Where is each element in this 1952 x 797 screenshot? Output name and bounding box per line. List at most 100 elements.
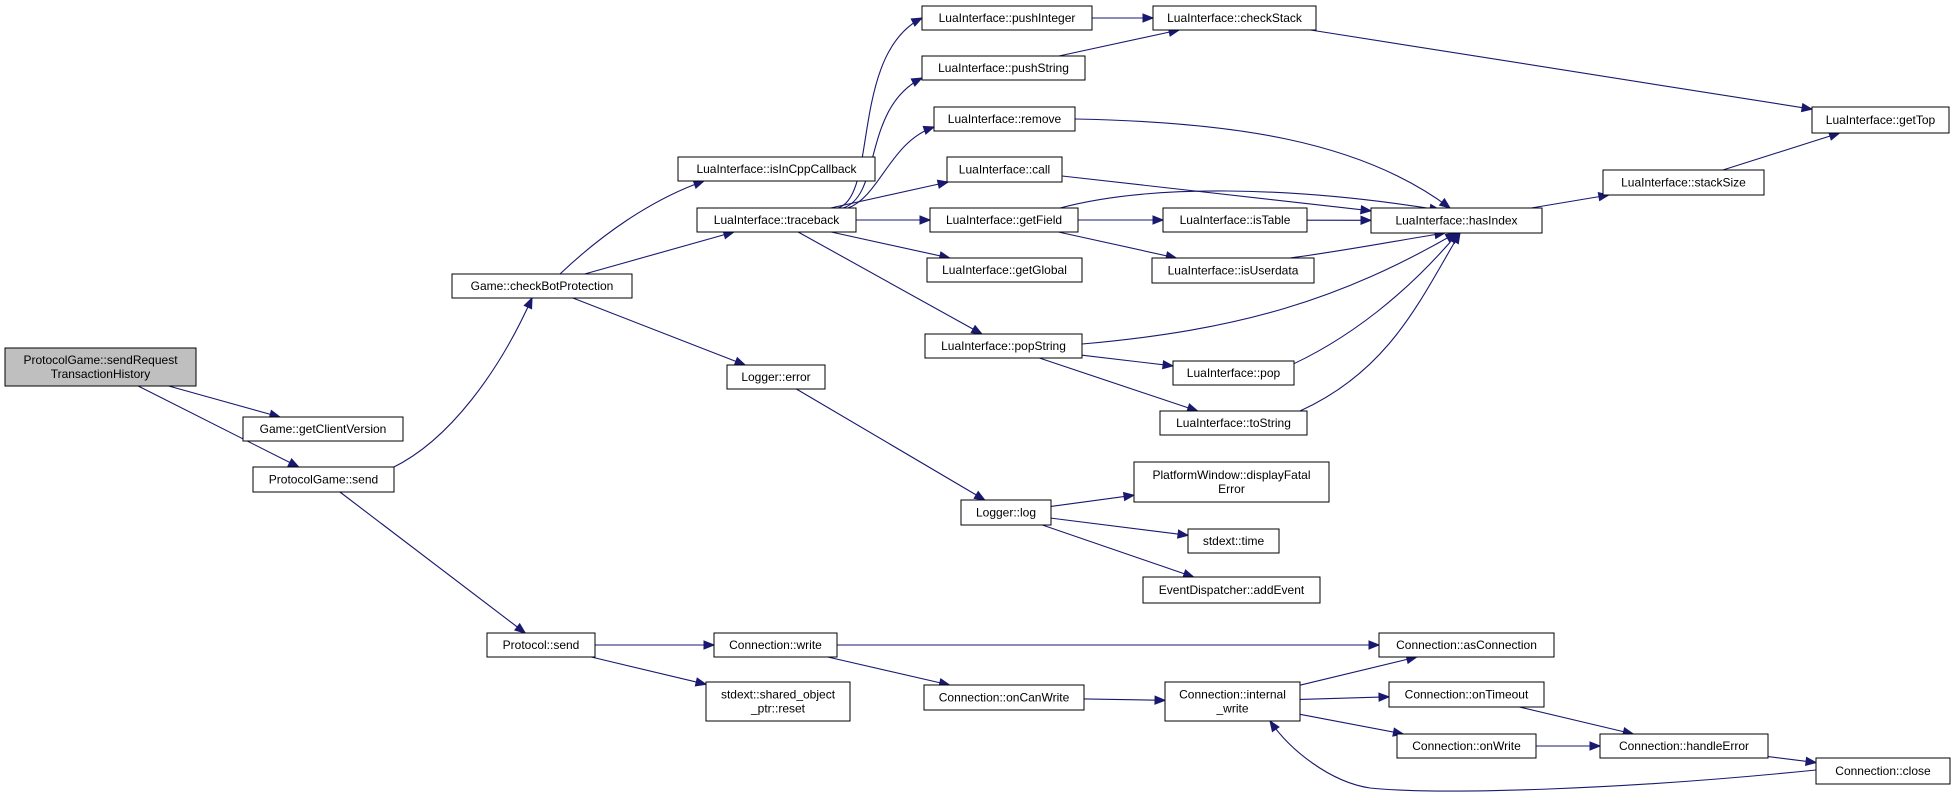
- edge-pgSend-to-protoSend: [339, 491, 527, 634]
- node-checkBot[interactable]: Game::checkBotProtection: [451, 273, 633, 299]
- node-root: ProtocolGame::sendRequestTransactionHist…: [4, 347, 197, 387]
- node-loggerLog[interactable]: Logger::log: [960, 499, 1052, 526]
- node-call[interactable]: LuaInterface::call: [946, 156, 1063, 183]
- node-box: [1602, 169, 1765, 196]
- edge-checkBot-to-logError: [572, 297, 747, 366]
- node-reset[interactable]: stdext::shared_object_ptr::reset: [705, 681, 851, 722]
- node-label: Logger::log: [976, 506, 1036, 520]
- node-label: EventDispatcher::addEvent: [1159, 583, 1305, 597]
- edge-call-to-hasIndex: [1061, 175, 1373, 215]
- node-getGlobal[interactable]: LuaInterface::getGlobal: [926, 257, 1083, 283]
- edge-getField-to-isTable: [1078, 215, 1165, 225]
- node-box: [921, 55, 1086, 81]
- node-box: [926, 257, 1083, 283]
- node-box: [486, 632, 596, 658]
- node-pop[interactable]: LuaInterface::pop: [1172, 360, 1295, 386]
- node-box: [1152, 5, 1317, 31]
- node-box: [726, 364, 826, 390]
- node-connClose[interactable]: Connection::close: [1815, 757, 1951, 785]
- node-label: Connection::onCanWrite: [939, 691, 1070, 705]
- edge-hasIndex-to-stackSize: [1531, 192, 1611, 209]
- node-getTop[interactable]: LuaInterface::getTop: [1811, 106, 1950, 134]
- node-box: [696, 207, 857, 233]
- edge-loggerLog-to-displayFatal: [1050, 491, 1136, 507]
- node-internalWrite[interactable]: Connection::internal_write: [1164, 681, 1301, 722]
- edge-protoSend-to-connWrite: [595, 640, 716, 650]
- edge-traceback-to-popString: [797, 231, 984, 335]
- node-label: LuaInterface::isTable: [1180, 213, 1291, 227]
- node-label: PlatformWindow::displayFatal: [1152, 468, 1310, 482]
- node-label: LuaInterface::getTop: [1826, 113, 1936, 127]
- node-box: [451, 273, 633, 299]
- node-box: [713, 632, 838, 658]
- node-isInCpp[interactable]: LuaInterface::isInCppCallback: [677, 156, 876, 182]
- edge-traceback-to-getGlobal: [831, 231, 952, 261]
- node-logError[interactable]: Logger::error: [726, 364, 826, 390]
- node-pushInteger[interactable]: LuaInterface::pushInteger: [921, 5, 1093, 31]
- node-label: LuaInterface::stackSize: [1621, 176, 1746, 190]
- node-label: LuaInterface::isUserdata: [1168, 264, 1299, 278]
- node-label: Connection::onWrite: [1412, 739, 1521, 753]
- edge-onCanWrite-to-internalWrite: [1083, 695, 1167, 705]
- node-isUserdata[interactable]: LuaInterface::isUserdata: [1151, 257, 1315, 284]
- node-checkStack[interactable]: LuaInterface::checkStack: [1152, 5, 1317, 31]
- edge-handleError-to-connClose: [1767, 756, 1818, 766]
- edge-checkBot-to-traceback: [584, 230, 736, 275]
- node-label: Game::checkBotProtection: [471, 279, 614, 293]
- node-isTable[interactable]: LuaInterface::isTable: [1162, 207, 1308, 233]
- node-handleError[interactable]: Connection::handleError: [1599, 733, 1769, 759]
- node-protoSend[interactable]: Protocol::send: [486, 632, 596, 658]
- node-label: LuaInterface::pushInteger: [939, 11, 1076, 25]
- node-box: [1815, 757, 1951, 785]
- node-box: [1133, 461, 1330, 503]
- node-addEvent[interactable]: EventDispatcher::addEvent: [1142, 576, 1321, 604]
- node-label: Connection::close: [1835, 764, 1931, 778]
- node-stackSize[interactable]: LuaInterface::stackSize: [1602, 169, 1765, 196]
- node-pushString[interactable]: LuaInterface::pushString: [921, 55, 1086, 81]
- node-label: Connection::write: [729, 638, 822, 652]
- node-label: LuaInterface::remove: [948, 112, 1062, 126]
- node-asConnection[interactable]: Connection::asConnection: [1378, 632, 1555, 658]
- edge-traceback-to-pushInteger: [837, 17, 924, 209]
- node-stdextTime[interactable]: stdext::time: [1187, 528, 1280, 554]
- edge-traceback-to-pushString: [842, 77, 924, 209]
- edge-internalWrite-to-onTimeout: [1299, 692, 1391, 702]
- node-connWrite[interactable]: Connection::write: [713, 632, 838, 658]
- node-label: LuaInterface::checkStack: [1167, 11, 1303, 25]
- node-hasIndex[interactable]: LuaInterface::hasIndex: [1370, 207, 1543, 234]
- edge-connClose-to-internalWrite: [1269, 719, 1817, 792]
- edge-root-to-getClientVersion: [168, 385, 282, 419]
- node-onTimeout[interactable]: Connection::onTimeout: [1388, 681, 1545, 708]
- node-label: Connection::onTimeout: [1405, 688, 1529, 702]
- node-label: _ptr::reset: [750, 702, 806, 716]
- node-onWrite[interactable]: Connection::onWrite: [1396, 733, 1537, 759]
- node-box: [1187, 528, 1280, 554]
- node-getField[interactable]: LuaInterface::getField: [929, 207, 1079, 233]
- edge-logError-to-loggerLog: [796, 388, 986, 501]
- node-box: [921, 5, 1093, 31]
- node-label: TransactionHistory: [51, 367, 151, 381]
- node-label: Logger::error: [741, 370, 810, 384]
- edge-checkStack-to-getTop: [1310, 29, 1814, 113]
- edge-onTimeout-to-handleError: [1519, 706, 1635, 737]
- node-label: LuaInterface::call: [959, 163, 1050, 177]
- node-label: LuaInterface::pop: [1187, 366, 1281, 380]
- edge-isUserdata-to-hasIndex: [1289, 229, 1447, 259]
- node-pgSend[interactable]: ProtocolGame::send: [252, 466, 395, 493]
- node-getClientVersion[interactable]: Game::getClientVersion: [242, 416, 404, 442]
- node-toString[interactable]: LuaInterface::toString: [1159, 410, 1308, 436]
- node-onCanWrite[interactable]: Connection::onCanWrite: [923, 684, 1085, 711]
- node-box: [1378, 632, 1555, 658]
- node-traceback[interactable]: LuaInterface::traceback: [696, 207, 857, 233]
- node-label: LuaInterface::pushString: [938, 61, 1069, 75]
- node-box: [1396, 733, 1537, 759]
- node-box: [677, 156, 876, 182]
- node-remove[interactable]: LuaInterface::remove: [933, 106, 1076, 132]
- node-popString[interactable]: LuaInterface::popString: [924, 333, 1083, 359]
- edge-traceback-to-getField: [856, 215, 932, 225]
- edge-traceback-to-call: [830, 179, 950, 209]
- edge-isTable-to-hasIndex: [1306, 215, 1373, 226]
- node-box: [960, 499, 1052, 526]
